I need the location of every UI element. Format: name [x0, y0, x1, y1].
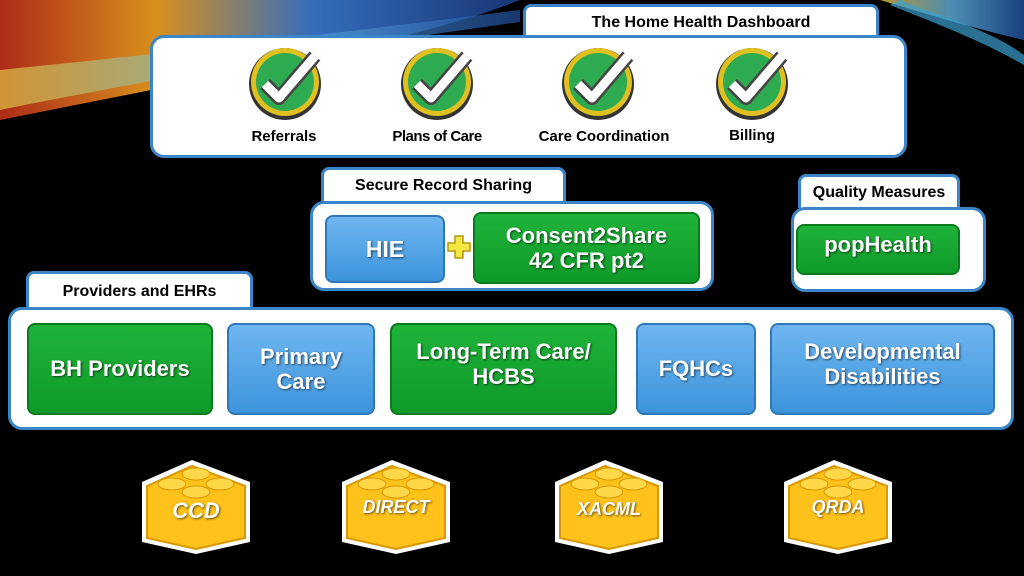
consent2share-box[interactable]: Consent2Share 42 CFR pt2	[473, 212, 700, 284]
billing-label: Billing	[729, 127, 775, 144]
xacml-label: XACML	[577, 499, 641, 519]
checkmark-icon	[401, 48, 473, 120]
building-block-icon	[342, 460, 450, 554]
ccd-label: CCD	[172, 498, 220, 523]
dashboard-tab: The Home Health Dashboard	[523, 4, 879, 38]
primary-care-line1: Primary	[260, 343, 342, 369]
long-term-care-line1: Long-Term Care/	[416, 339, 591, 364]
long-term-care-line2: HCBS	[472, 364, 535, 390]
checkmark-icon	[716, 48, 788, 120]
checkmark-icon	[562, 48, 634, 120]
hie-label: HIE	[365, 235, 405, 262]
bh-providers-label: BH Providers	[50, 356, 190, 382]
providers-title: Providers and EHRs	[62, 282, 217, 300]
developmental-disabilities-line2: Disabilities	[824, 364, 941, 390]
pophealth-box[interactable]: popHealth	[796, 224, 960, 275]
quality-tab: Quality Measures	[798, 174, 960, 208]
long-term-care-box[interactable]: Long-Term Care/ HCBS	[390, 323, 617, 415]
building-block-icon	[784, 460, 892, 554]
dashboard-title: The Home Health Dashboard	[591, 13, 811, 31]
qrda-label: QRDA	[811, 497, 865, 517]
plus-icon	[447, 235, 471, 259]
building-block-icon	[142, 460, 250, 554]
providers-tab: Providers and EHRs	[26, 271, 253, 309]
primary-care-line2: Care	[276, 369, 326, 394]
consent2share-line2: 42 CFR pt2	[529, 248, 644, 273]
fqhcs-box[interactable]: FQHCs	[636, 323, 756, 415]
building-block-icon	[555, 460, 663, 554]
primary-care-box[interactable]: Primary Care	[227, 323, 375, 415]
direct-label: DIRECT	[362, 497, 430, 517]
developmental-disabilities-line1: Developmental	[804, 339, 961, 364]
checkmark-icon	[249, 48, 321, 120]
quality-title: Quality Measures	[812, 183, 946, 201]
plans-of-care-label: Plans of Care	[392, 128, 482, 145]
care-coordination-label: Care Coordination	[538, 128, 670, 145]
fqhcs-label: FQHCs	[658, 356, 734, 382]
secure-sharing-tab: Secure Record Sharing	[321, 167, 566, 201]
consent2share-line1: Consent2Share	[505, 222, 668, 248]
bh-providers-box[interactable]: BH Providers	[27, 323, 213, 415]
developmental-disabilities-box[interactable]: Developmental Disabilities	[770, 323, 995, 415]
hie-box[interactable]: HIE	[325, 215, 445, 283]
secure-sharing-title: Secure Record Sharing	[355, 176, 532, 194]
referrals-label: Referrals	[251, 128, 317, 145]
pophealth-label: popHealth	[824, 232, 932, 257]
